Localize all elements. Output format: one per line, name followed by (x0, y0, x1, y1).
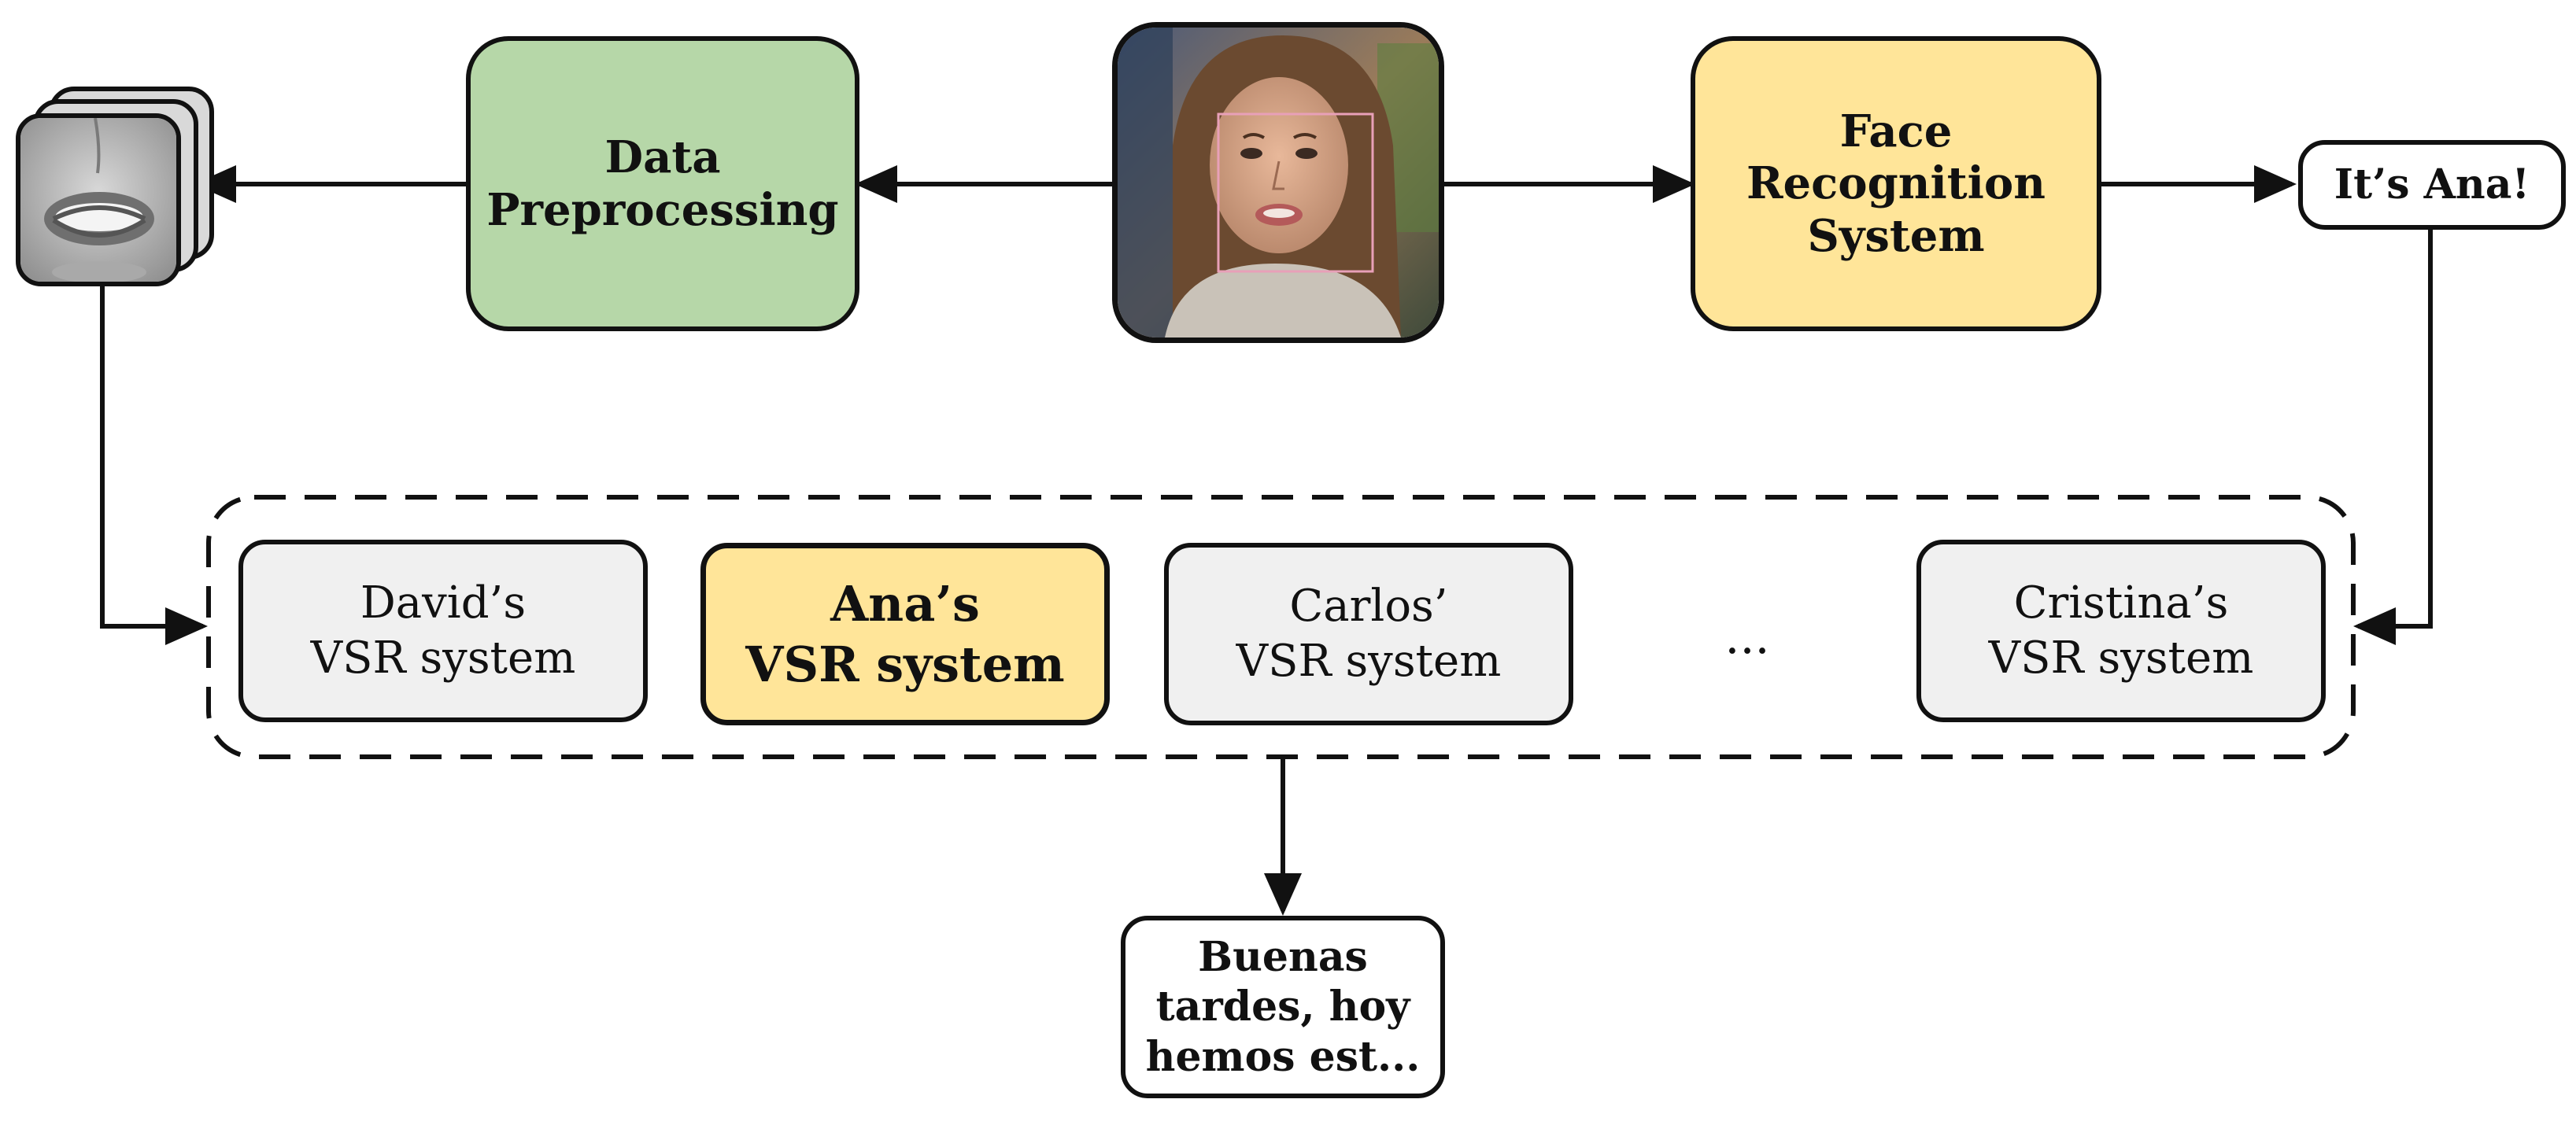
mouth-crop-image (20, 118, 176, 282)
vsr-group-dashed-border (206, 495, 2356, 759)
arrow-identity-to-vsr-group (2353, 230, 2433, 645)
face-detection-box (1217, 112, 1374, 273)
input-face-frame (1112, 22, 1444, 343)
arrow-mouth-frames-to-vsr-group (100, 277, 208, 645)
vsr-system-carlos: Carlos’ VSR system (1164, 543, 1573, 725)
data-preprocessing-block: Data Preprocessing (466, 36, 859, 331)
face-recognition-block: Face Recognition System (1691, 36, 2101, 331)
face-photo (1118, 28, 1439, 338)
vsr-system-ana: Ana’s VSR system (700, 543, 1110, 725)
mouth-frame-front (16, 113, 181, 286)
vsr-system-david: David’s VSR system (238, 540, 648, 722)
vsr-system-cristina: Cristina’s VSR system (1916, 540, 2326, 722)
identity-output-box: It’s Ana! (2298, 140, 2566, 230)
vsr-ellipsis: ... (1724, 610, 1770, 665)
transcript-output-box: Buenas tardes, hoy hemos est... (1121, 916, 1445, 1098)
